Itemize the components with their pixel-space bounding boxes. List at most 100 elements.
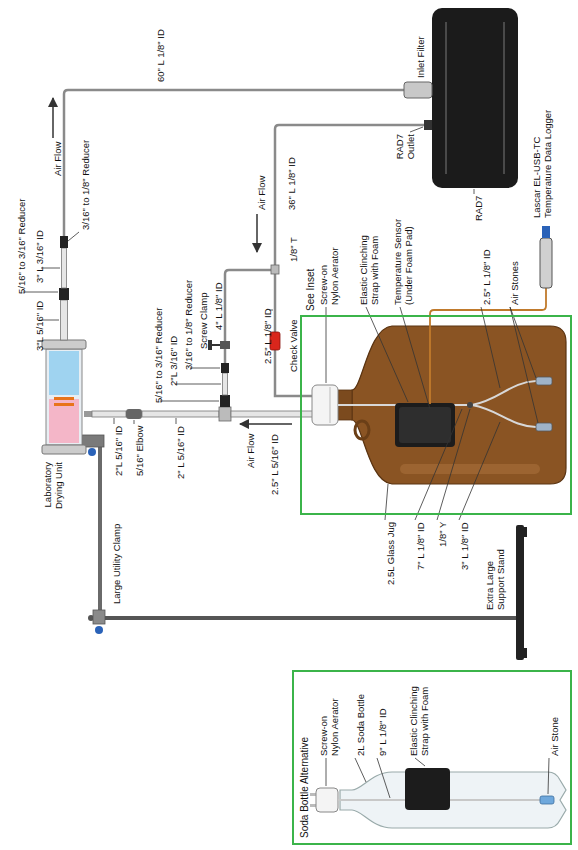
part-label: Screw-on Nylon Aerator [318, 243, 341, 305]
drying-unit [84, 411, 92, 417]
leader-line [176, 418, 177, 424]
label-slot: 2"L 3/16" ID [163, 336, 181, 386]
leader-line [366, 307, 408, 402]
label-slot: Screw-on Nylon Aerator [318, 243, 342, 305]
tubing [59, 288, 69, 300]
glass-jug [536, 423, 552, 431]
drying-unit [42, 445, 86, 454]
label-slot: 5/16" to 3/16" Reducer [148, 308, 166, 403]
label-slot: 2.5" L 1/8" ID [257, 308, 275, 364]
part-label: Air Flow [245, 434, 256, 468]
leader-line [510, 307, 538, 423]
label-slot: 4" L 1/8" ID [208, 282, 226, 330]
part-label: 2.5" L 1/8" ID [262, 308, 273, 364]
label-slot: RAD7 Outlet [394, 134, 418, 174]
drying-unit [42, 340, 92, 454]
tubing [271, 265, 279, 274]
glass-jug [330, 387, 331, 423]
part-label: 5/16" Elbow [134, 426, 145, 476]
rad7-monitor [432, 8, 518, 188]
tubing [220, 395, 230, 407]
glass-jug [355, 421, 369, 439]
leader-line [326, 307, 327, 383]
drying-unit [54, 397, 74, 400]
label-slot: 36" L 1/8" ID [281, 157, 299, 210]
label-slot: Screw-on Nylon Aerator [318, 694, 342, 756]
glass-jug [399, 407, 451, 443]
glass-jug [400, 464, 540, 474]
support-stand [524, 527, 527, 537]
label-slot: 2.5L Glass Jug [380, 522, 398, 585]
glass-jug [472, 381, 536, 405]
label-slot: Air Flow [251, 176, 269, 210]
part-label: Elastic Clinching Strap with Foam [408, 676, 431, 756]
soda-bottle [310, 768, 566, 828]
leader-line [190, 368, 220, 369]
label-slot: 2" L 5/16" ID [170, 426, 188, 479]
airflow-arrow [53, 98, 292, 424]
glass-jug [312, 385, 338, 425]
rad7-monitor [503, 22, 505, 174]
glass-jug [472, 405, 536, 427]
part-label: 3"L 5/16" ID [34, 301, 45, 351]
label-slot: Air Stone [544, 717, 562, 756]
label-slot: Lascar EL-USB-TC Temperature Data Logger [531, 100, 555, 218]
leader-line [23, 292, 58, 293]
part-label: Screw Clamp [198, 293, 209, 350]
part-label: 1/8" T [288, 237, 299, 262]
part-label: 2"L 3/16" ID [168, 336, 179, 386]
part-label: 36" L 1/8" ID [286, 157, 297, 210]
label-slot: Temperature Sensor (Under Foam Pad) [392, 213, 416, 305]
leader-line [481, 307, 500, 388]
support-stand [516, 525, 524, 660]
glass-jug [467, 402, 473, 408]
leader-line [510, 307, 536, 378]
glass-jug [536, 377, 552, 385]
label-slot: 2.5" L 1/8" ID [476, 249, 494, 305]
airflow-arrow [256, 214, 258, 252]
label-slot: 9" L 1/8" ID [372, 708, 390, 756]
label-slot: 2"L 5/16" ID [108, 426, 126, 476]
utility-clamp [95, 626, 103, 634]
label-slot: 2.5" L 5/16" ID [264, 434, 282, 495]
tubing [126, 409, 142, 419]
leader-line [23, 127, 549, 798]
airflow-arrow [52, 98, 54, 138]
leader-line [68, 232, 79, 241]
leader-line [377, 758, 390, 798]
part-label: 7" L 1/8" ID [415, 522, 426, 570]
label-slot: RAD7 [468, 196, 486, 221]
tubing [61, 300, 68, 340]
tubing [142, 411, 219, 417]
utility-clamp [82, 435, 105, 634]
label-slot: Large Utility Clamp [106, 524, 124, 604]
utility-clamp [93, 610, 105, 624]
part-label: 3/16" to 1/8" Reducer [80, 140, 91, 230]
label-slot: 7" L 1/8" ID [410, 522, 428, 570]
leader-line [134, 420, 135, 424]
leader-line [160, 401, 219, 402]
drying-unit [49, 399, 79, 443]
part-label: 3" L 3/16" ID [34, 230, 45, 283]
tubing [62, 248, 67, 288]
part-label: 2.5L Glass Jug [385, 522, 396, 585]
part-label: Temperature Sensor (Under Foam Pad) [392, 213, 415, 305]
label-slot: Check Valve [283, 319, 301, 372]
label-slot: Screw Clamp [193, 293, 211, 350]
glass-jug [395, 403, 455, 447]
utility-clamp [98, 444, 102, 616]
tubing [219, 407, 231, 421]
inset-heading: Soda Bottle Alternative [299, 737, 311, 838]
part-label: Laboratory Drying Unit [42, 462, 65, 524]
tubing [220, 341, 230, 349]
label-slot: 3/16" to 1/8" Reducer [178, 280, 196, 370]
part-label: 2" L 5/16" ID [175, 426, 186, 479]
tubing [225, 270, 275, 363]
rad7-monitor [404, 8, 518, 188]
part-label: 3" L 1/8" ID [459, 522, 470, 570]
label-slot: 2L Soda Bottle [350, 694, 368, 756]
